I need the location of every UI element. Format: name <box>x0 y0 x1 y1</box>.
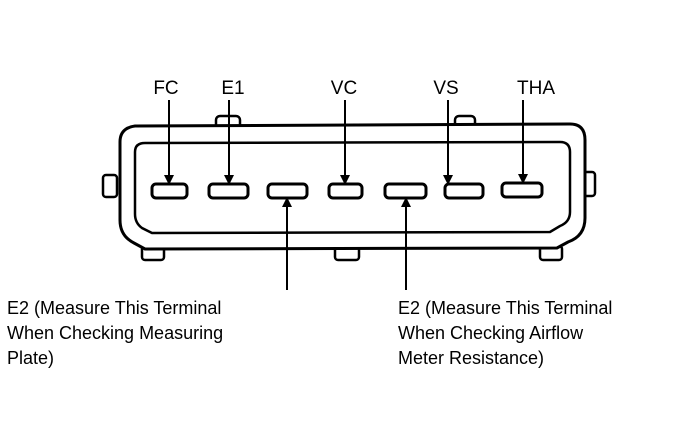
terminal-slot-vs <box>443 182 485 200</box>
terminal-slot-e1 <box>207 182 250 200</box>
terminal-slot-vc <box>327 182 364 200</box>
note-right-line-3: Meter Resistance) <box>398 348 545 368</box>
note-right-line-1: E2 (Measure This Terminal <box>398 298 613 318</box>
terminal-slot-tha <box>500 181 544 199</box>
terminal-slot-e2-left <box>266 182 309 200</box>
terminal-label-vs: VS <box>433 78 458 99</box>
terminal-slot-fc <box>150 182 189 200</box>
terminal-slot-e2-right <box>383 182 428 200</box>
note-left-line-3: Plate) <box>7 348 55 368</box>
terminal-label-vc: VC <box>331 78 357 99</box>
note-right-line-2: When Checking Airflow <box>398 323 584 343</box>
side-latch-left <box>101 173 119 199</box>
terminal-label-tha: THA <box>517 78 555 99</box>
note-e2-airflow-meter: E2 (Measure This Terminal When Checking … <box>398 296 612 371</box>
note-left-line-1: E2 (Measure This Terminal <box>7 298 222 318</box>
terminal-label-fc: FC <box>153 78 178 99</box>
terminal-label-e1: E1 <box>221 78 244 99</box>
note-left-line-2: When Checking Measuring <box>7 323 224 343</box>
note-e2-measuring-plate: E2 (Measure This Terminal When Checking … <box>7 296 223 371</box>
